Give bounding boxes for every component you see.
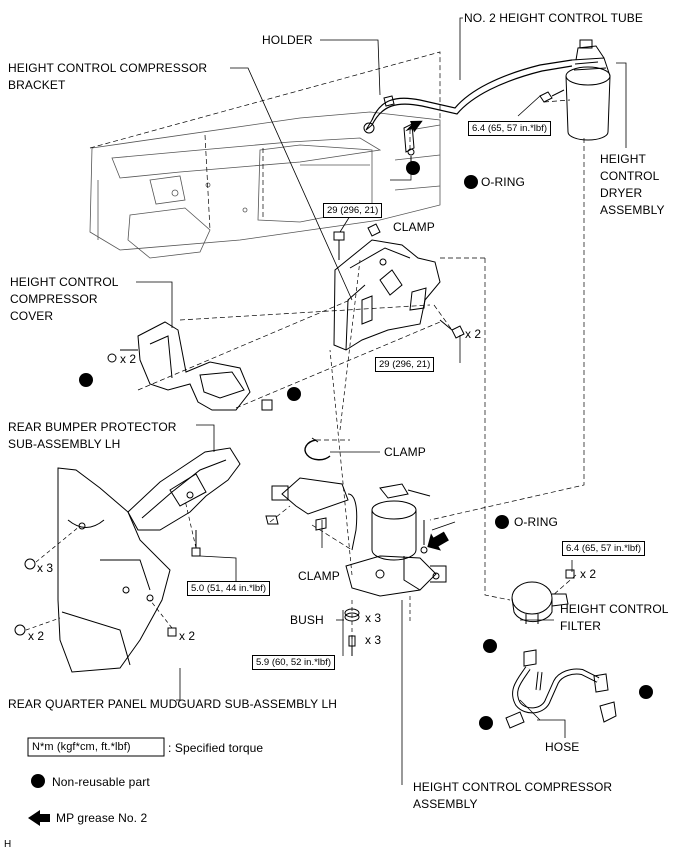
label-o-ring-mid: O-RING: [514, 515, 558, 529]
torque-bumper-bolt: 5.0 (51, 44 in.*lbf): [187, 581, 270, 596]
label-dryer-2: CONTROL: [600, 169, 660, 183]
label-dryer-1: HEIGHT: [600, 152, 646, 166]
label-cover-2: COMPRESSOR: [10, 292, 98, 306]
height-control-filter-drawing: [511, 581, 569, 624]
qty-mudguard-left-bottom: x 2: [28, 629, 45, 643]
cover-clip: [261, 399, 273, 411]
bracket-bolts: [333, 223, 465, 339]
corner-mark: H: [4, 839, 12, 850]
label-bumper-protector-2: SUB-ASSEMBLY LH: [8, 437, 121, 451]
mudguard-screws: [14, 558, 177, 637]
qty-mudguard-right: x 2: [179, 629, 196, 643]
label-filter-2: FILTER: [560, 619, 602, 633]
legend-torque-box: N*m (kgf*cm, ft.*lbf): [32, 741, 131, 753]
legend-torque-box-outline: [27, 737, 165, 757]
label-cover-3: COVER: [10, 309, 54, 323]
rear-bumper-protector-drawing: [127, 447, 241, 557]
grease-arrows: [28, 120, 449, 826]
compressor-bracket-drawing: [333, 239, 441, 351]
mudguard-drawing: [57, 467, 171, 673]
label-clamp-top: CLAMP: [393, 220, 435, 234]
label-dryer-4: ASSEMBLY: [600, 203, 665, 217]
qty-filter-bolts: x 2: [580, 567, 597, 581]
label-cover-1: HEIGHT CONTROL: [10, 275, 119, 289]
label-no2-height-control-tube: NO. 2 HEIGHT CONTROL TUBE: [464, 11, 643, 25]
leader-lines: [136, 17, 627, 785]
torque-filter-bolt: 6.4 (65, 57 in.*lbf): [562, 541, 645, 556]
dryer-bolt: [539, 89, 565, 103]
qty-bush: x 3: [365, 611, 382, 625]
legend-non-reusable: Non-reusable part: [52, 775, 150, 789]
vehicle-body-outline: [89, 111, 441, 259]
qty-bracket-bolts: x 2: [465, 327, 482, 341]
qty-cover-bolts: x 2: [120, 352, 137, 366]
compressor-cover-drawing: [107, 321, 251, 411]
filter-bolt: [565, 569, 575, 579]
height-control-tube: [363, 59, 573, 134]
compressor-dashed-lines: [329, 259, 411, 640]
label-compressor-assy-1: HEIGHT CONTROL COMPRESSOR: [413, 780, 613, 794]
hose-drawing: [505, 649, 617, 729]
lower-clamp: [265, 515, 327, 531]
label-o-ring-top: O-RING: [481, 175, 525, 189]
label-bush: BUSH: [290, 613, 324, 627]
label-bumper-protector-1: REAR BUMPER PROTECTOR: [8, 420, 177, 434]
label-filter-1: HEIGHT CONTROL: [560, 602, 669, 616]
label-mudguard: REAR QUARTER PANEL MUDGUARD SUB-ASSEMBLY…: [8, 697, 338, 711]
label-dryer-3: DRYER: [600, 186, 643, 200]
holder-clip: [383, 95, 395, 107]
compressor-assembly-drawing: [345, 483, 447, 597]
mudguard-dashed-lines: [25, 499, 197, 631]
label-compressor-bracket-1: HEIGHT CONTROL COMPRESSOR: [8, 61, 208, 75]
qty-compressor-bolts: x 3: [365, 633, 382, 647]
qty-mudguard-left-top: x 3: [37, 561, 54, 575]
legend-grease: MP grease No. 2: [56, 811, 148, 825]
legend-torque-text: : Specified torque: [168, 741, 264, 755]
reference-outline: [89, 51, 441, 231]
label-clamp-mid: CLAMP: [384, 445, 426, 459]
torque-bracket-top: 29 (296, 21): [323, 203, 383, 218]
label-clamp-low: CLAMP: [298, 569, 340, 583]
torque-tube-bolt: 6.4 (65, 57 in.*lbf): [468, 121, 551, 136]
torque-compressor-bolt: 5.9 (60, 52 in.*lbf): [252, 655, 335, 670]
label-hose: HOSE: [545, 740, 580, 754]
label-compressor-assy-2: ASSEMBLY: [413, 797, 478, 811]
non-reusable-markers: [31, 161, 653, 788]
clamp-ring: [304, 437, 331, 461]
label-compressor-bracket-2: BRACKET: [8, 78, 66, 92]
long-dashed-guides: [137, 99, 585, 601]
compressor-silencer: [271, 477, 358, 551]
label-holder: HOLDER: [262, 33, 313, 47]
torque-bracket-right: 29 (296, 21): [375, 357, 435, 372]
height-control-dryer-drawing: [565, 39, 611, 141]
